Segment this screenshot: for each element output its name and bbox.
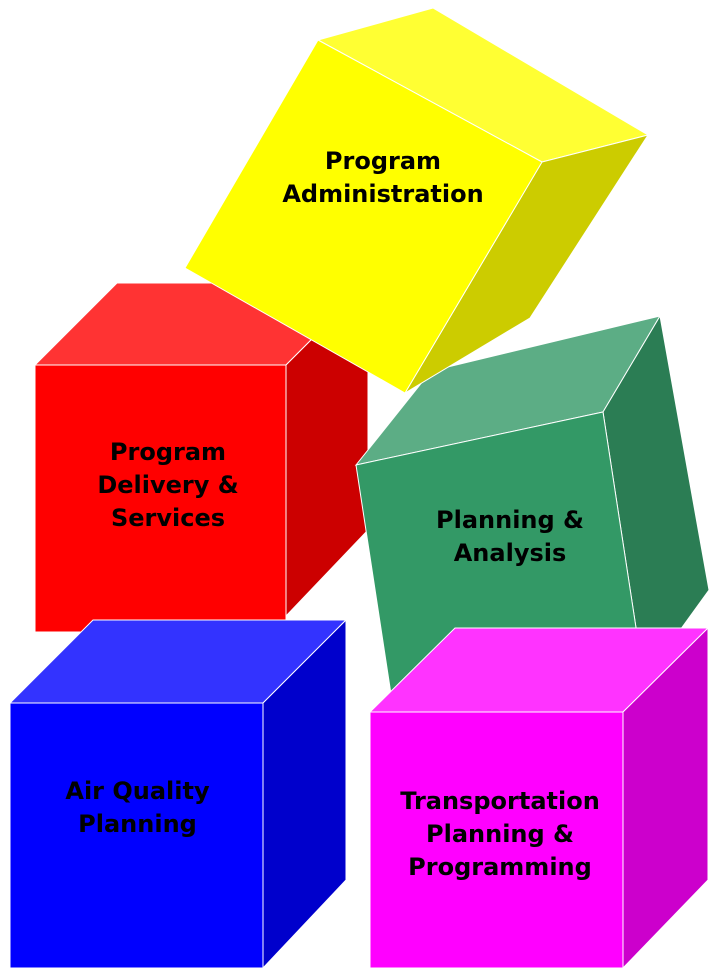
transportation-label: Transportation Planning & Programming	[382, 785, 618, 884]
program-delivery-label: Program Delivery & Services	[88, 436, 248, 535]
program-administration-cube-front	[184, 39, 543, 394]
program-administration-cube	[184, 7, 650, 394]
air-quality-label-line: Planning	[78, 810, 197, 838]
program-delivery-label-line: Delivery &	[97, 471, 239, 499]
air-quality-label: Air Quality Planning	[50, 775, 225, 841]
transportation-cube	[368, 626, 709, 970]
program-delivery-label-line: Services	[110, 504, 226, 532]
air-quality-cube	[8, 618, 348, 970]
planning-analysis-label-line: Analysis	[453, 539, 567, 567]
program-administration-label: Program Administration	[273, 145, 493, 211]
planning-analysis-label-line: Planning &	[436, 506, 584, 534]
planning-analysis-label: Planning & Analysis	[420, 504, 600, 570]
transportation-label-line: Transportation	[400, 787, 600, 815]
program-administration-label-line: Administration	[282, 180, 484, 208]
transportation-cube-front	[369, 711, 624, 969]
program-administration-label-line: Program	[324, 147, 442, 175]
transportation-label-line: Planning &	[426, 820, 574, 848]
transportation-label-line: Programming	[408, 853, 592, 881]
air-quality-label-line: Air Quality	[65, 777, 210, 805]
air-quality-cube-front	[9, 702, 264, 969]
program-delivery-label-line: Program	[109, 438, 227, 466]
